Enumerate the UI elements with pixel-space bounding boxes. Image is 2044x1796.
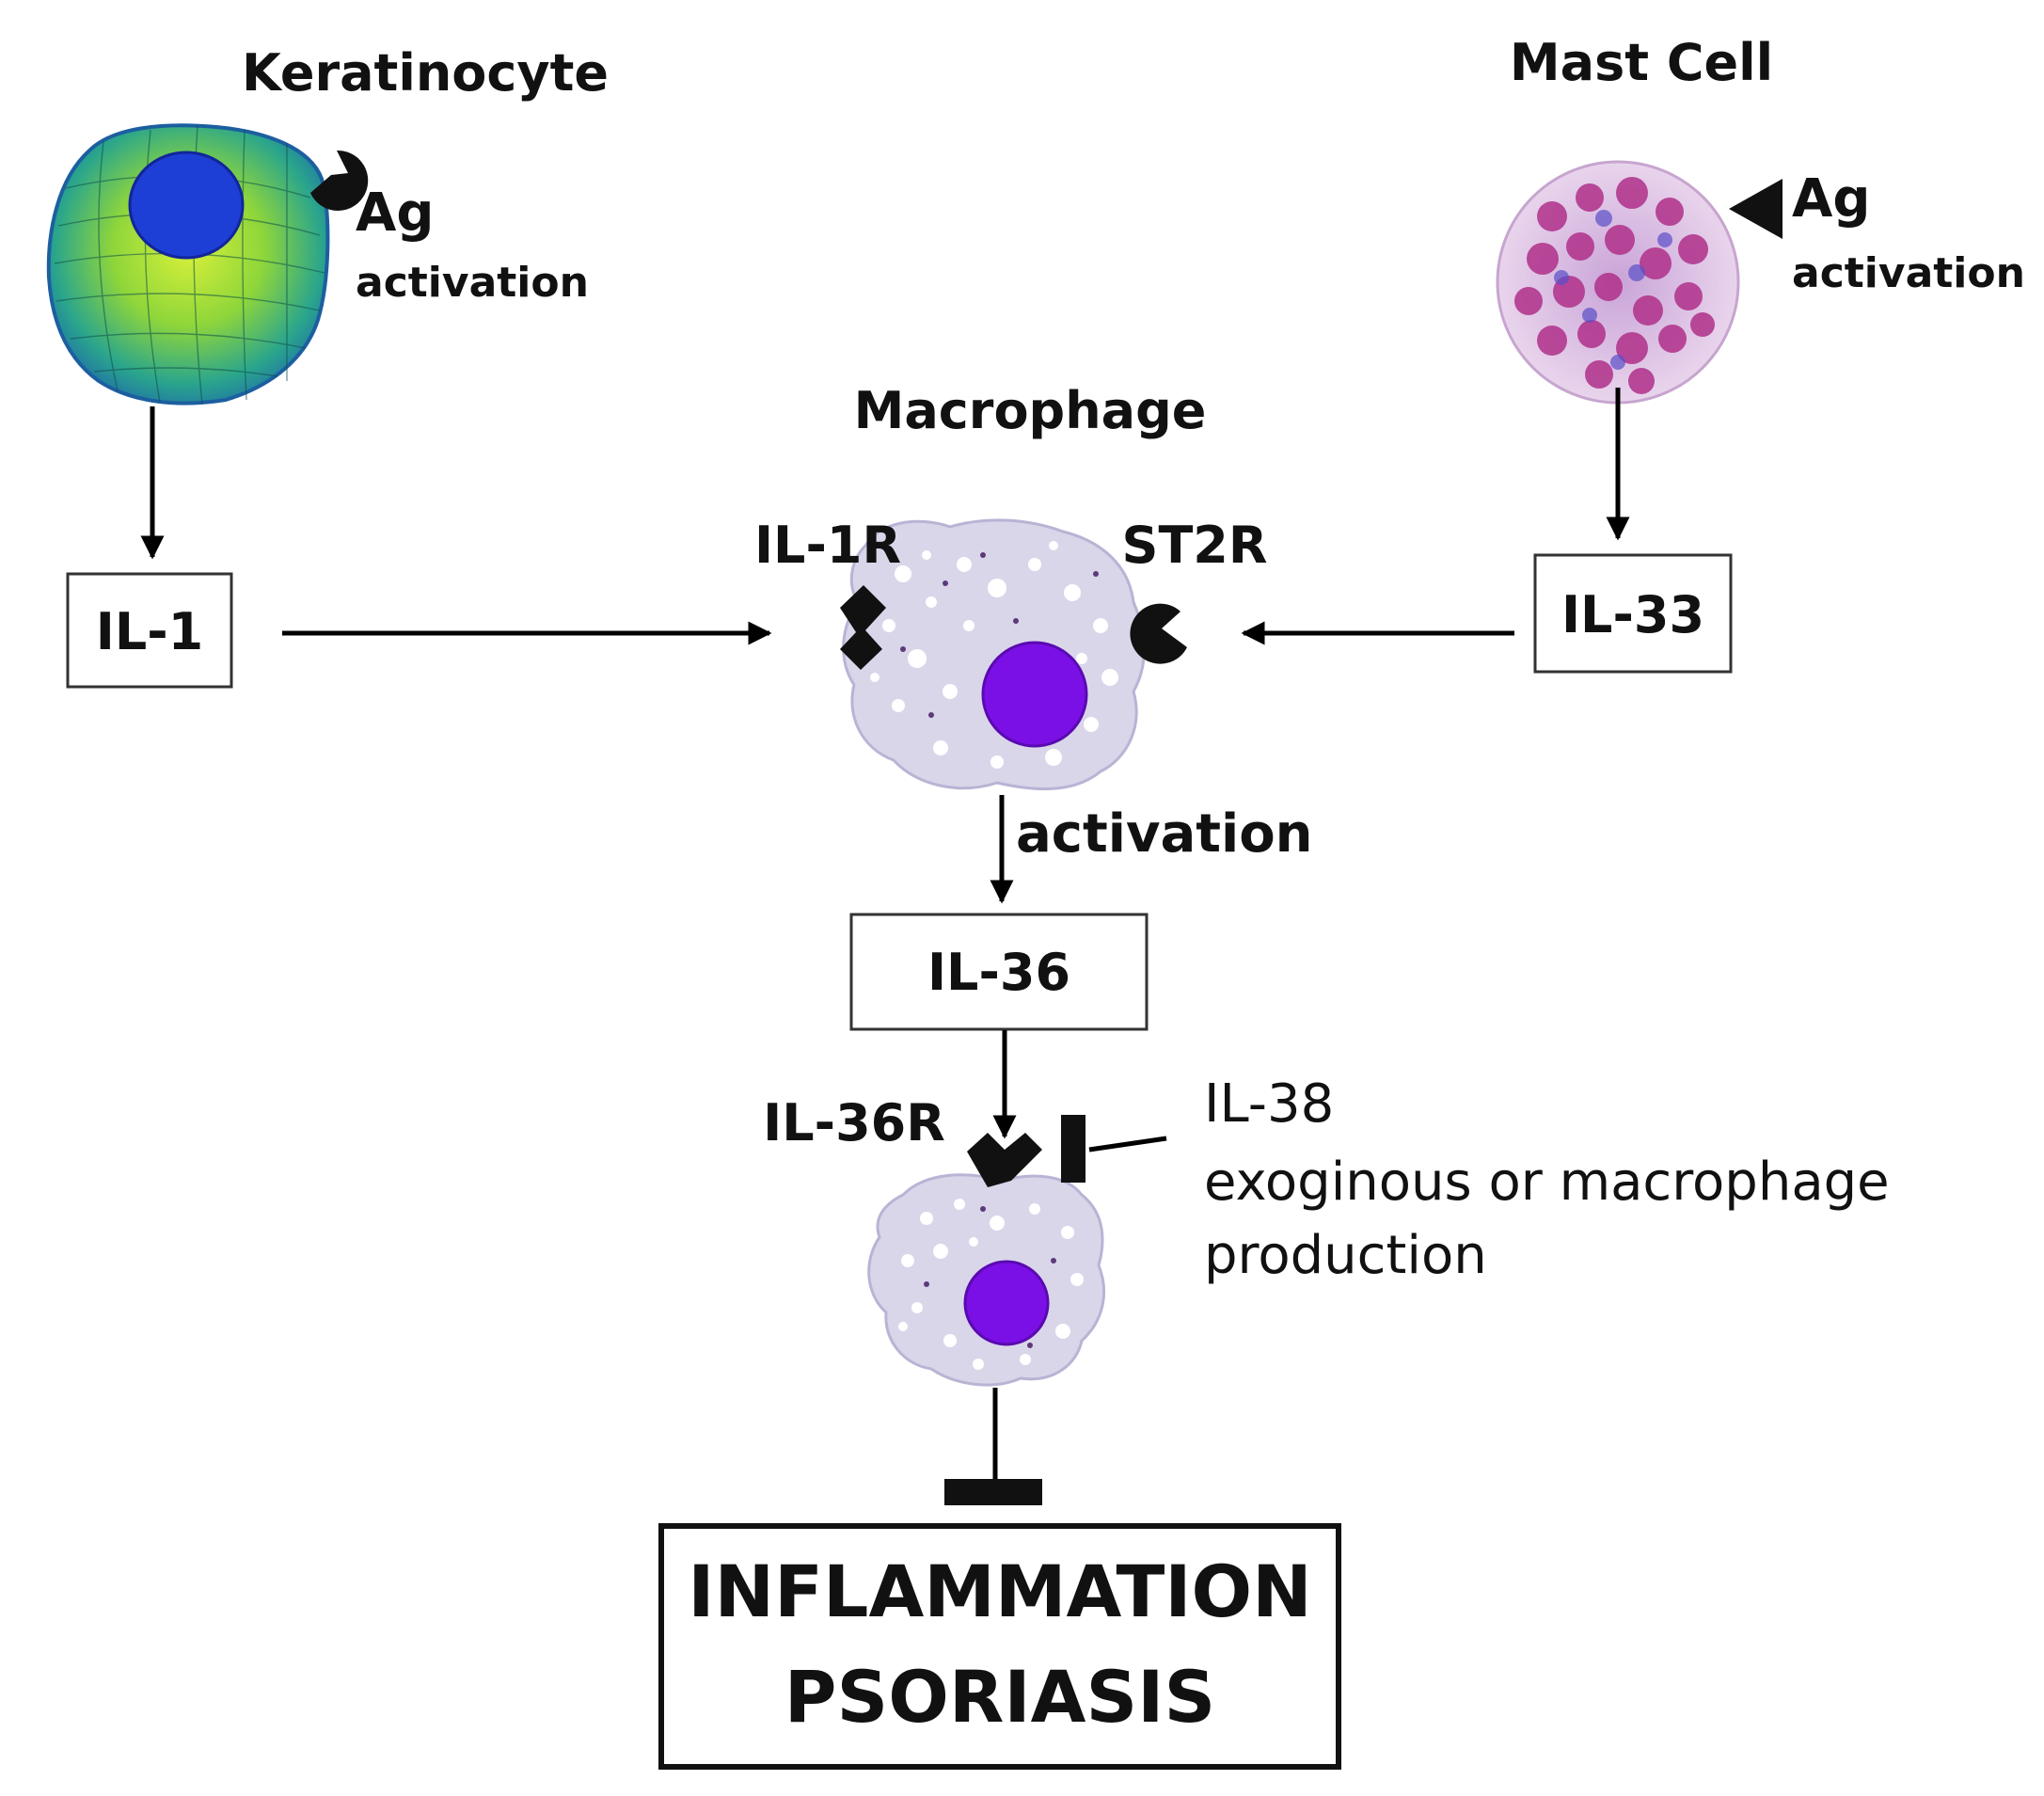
keratinocyte-title: Keratinocyte — [242, 43, 609, 103]
target-macrophage-granules — [924, 1206, 1056, 1348]
outcome-line2: PSORIASIS — [784, 1655, 1215, 1739]
il38-label-group: IL-38 exoginous or macrophage production — [1204, 1073, 1890, 1286]
mast-cell-granules-blue — [1554, 210, 1672, 370]
keratinocyte-nucleus — [128, 151, 245, 260]
outcome-box: INFLAMMATION PSORIASIS — [658, 1523, 1341, 1770]
st2r-label: ST2R — [1122, 516, 1268, 575]
il36r-label: IL-36R — [763, 1093, 945, 1152]
il1-label: IL-1 — [96, 602, 204, 661]
macrophage-granules — [900, 552, 1099, 718]
keratinocyte-activation-label: activation — [356, 259, 589, 307]
il33-box: IL-33 — [1533, 553, 1733, 674]
target-macrophage-nucleus — [963, 1260, 1050, 1346]
il38-inhibition-line — [1088, 1136, 1167, 1152]
il38-description-line1: exoginous or macrophage — [1204, 1152, 1890, 1213]
il1-box: IL-1 — [66, 572, 233, 689]
il36-label: IL-36 — [927, 943, 1070, 1002]
il38-name: IL-38 — [1204, 1073, 1334, 1135]
outcome-line1: INFLAMMATION — [688, 1550, 1312, 1633]
st2r-receptor-icon — [1130, 603, 1187, 664]
il1r-receptor-icon — [840, 585, 886, 670]
il38-inhibition-bar — [1061, 1115, 1085, 1183]
il36-box: IL-36 — [849, 913, 1149, 1031]
il1r-label: IL-1R — [754, 516, 901, 575]
target-macrophage-vacuoles — [898, 1199, 1084, 1370]
keratinocyte-body — [46, 123, 330, 405]
macrophage-title: Macrophage — [854, 381, 1207, 440]
il36r-receptor-icon — [967, 1133, 1042, 1187]
macrophage-cell: Macrophage IL-1R ST2R — [754, 381, 1268, 791]
macrophage-activation-label: activation — [1016, 803, 1313, 865]
il38-description-line2: production — [1204, 1225, 1487, 1286]
target-macrophage-cell: IL-36R — [763, 1093, 1106, 1387]
keratinocyte-receptor-icon — [310, 150, 369, 211]
outcome-inhibition-bar — [944, 1479, 1042, 1505]
mast-cell-granules — [1514, 177, 1715, 394]
mast-cell: Mast Cell Ag activation — [1496, 33, 2025, 405]
macrophage-nucleus — [981, 641, 1088, 748]
macrophage-vacuoles — [870, 541, 1118, 769]
mast-cell-title: Mast Cell — [1510, 33, 1773, 92]
keratinocyte-antigen-label: Ag — [356, 183, 434, 244]
mast-cell-antigen-label: Ag — [1792, 168, 1870, 230]
mast-cell-antigen-icon — [1729, 179, 1783, 239]
mast-cell-activation-label: activation — [1792, 249, 2025, 297]
il33-label: IL-33 — [1561, 585, 1704, 644]
keratinocyte-cell: Keratinocyte Ag activation — [46, 43, 609, 405]
